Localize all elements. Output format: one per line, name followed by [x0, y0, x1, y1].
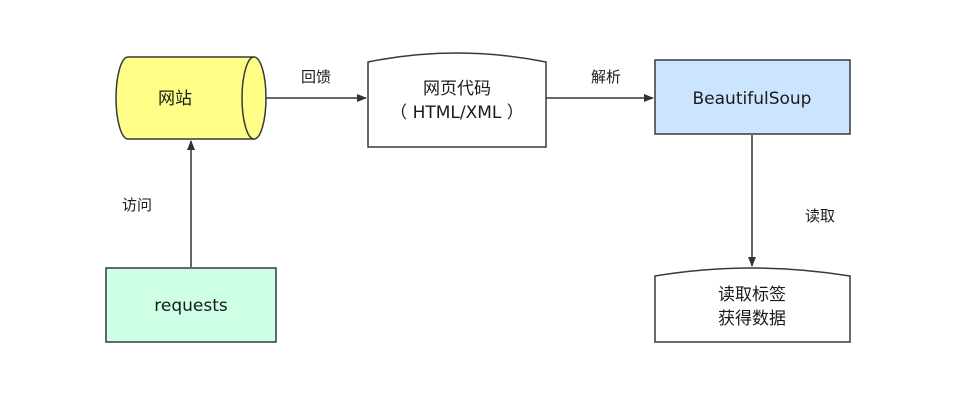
page-source-shape — [367, 52, 547, 148]
edge-parse-label: 解析 — [591, 68, 621, 86]
edge-read-label: 读取 — [805, 207, 835, 225]
output-node: 读取标签 获得数据 — [654, 267, 851, 343]
page-source-label-line1: 网页代码 — [423, 79, 491, 99]
page-source-node: 网页代码 （ HTML/XML ） — [367, 52, 547, 148]
beautifulsoup-node: BeautifulSoup — [654, 59, 851, 135]
requests-box — [105, 267, 277, 343]
output-shape — [654, 267, 851, 343]
edge-feedback-label: 回馈 — [301, 68, 331, 86]
output-label-line1: 读取标签 — [718, 285, 786, 305]
requests-node: requests — [105, 267, 277, 343]
beautifulsoup-box — [654, 59, 851, 135]
beautifulsoup-label: BeautifulSoup — [693, 89, 812, 109]
edge-visit-label: 访问 — [122, 196, 152, 214]
page-source-label-line2: （ HTML/XML ） — [390, 103, 524, 123]
output-label-line2: 获得数据 — [718, 309, 786, 329]
requests-label: requests — [154, 296, 228, 316]
website-node: 网站 — [115, 56, 267, 140]
website-label: 网站 — [158, 89, 192, 109]
website-cylinder-cap — [241, 56, 255, 140]
